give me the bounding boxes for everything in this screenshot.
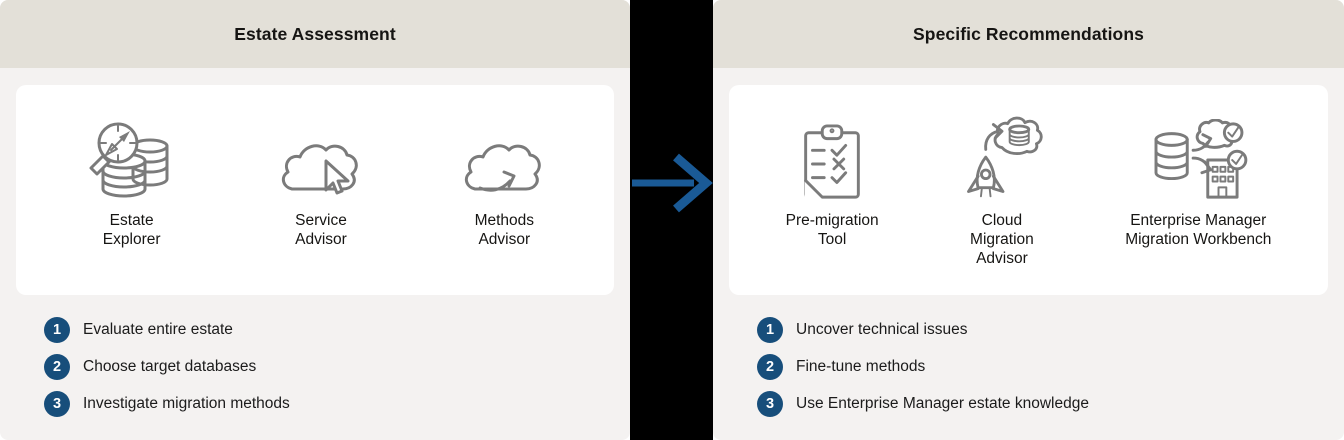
tool-label: Pre-migration Tool [786,211,879,249]
tool-label: Estate Explorer [103,211,161,249]
tool-label: Methods Advisor [475,211,534,249]
panel-title: Specific Recommendations [913,23,1144,44]
tool-label-line: Explorer [102,231,161,248]
tool-label: Cloud Migration Advisor [970,211,1034,268]
tool-label-line: Cloud [981,212,1023,229]
step-text: Evaluate entire estate [83,321,233,338]
tool-label: Service Advisor [295,211,347,249]
panel-title: Estate Assessment [234,23,396,44]
service-advisor-icon [280,119,362,203]
step-text: Use Enterprise Manager estate knowledge [796,395,1089,412]
steps-list: 1 Evaluate entire estate 2 Choose target… [44,317,630,428]
step-number-badge: 2 [44,354,70,380]
step-item: 2 Fine-tune methods [757,354,1344,380]
step-text: Fine-tune methods [796,358,926,375]
step-number-badge: 3 [757,391,783,417]
em-migration-workbench-icon [1148,119,1248,203]
tools-card: Estate Explorer Service Advisor [16,85,614,295]
tool-label-line: Methods [474,212,535,229]
step-item: 1 Evaluate entire estate [44,317,630,343]
tool-label-line: Service [295,212,347,229]
step-item: 1 Uncover technical issues [757,317,1344,343]
tool-label-line: Tool [817,231,847,248]
tool-label-line: Advisor [976,250,1028,267]
tool-label-line: Migration [970,231,1034,248]
specific-recommendations-panel: Specific Recommendations [713,0,1344,440]
step-text: Choose target databases [83,358,257,375]
tool-label-line: Estate [109,212,154,229]
step-number-badge: 3 [44,391,70,417]
tool-label-line: Migration Workbench [1125,231,1272,248]
step-item: 3 Use Enterprise Manager estate knowledg… [757,391,1344,417]
tool-estate-explorer: Estate Explorer [85,119,179,249]
step-item: 3 Investigate migration methods [44,391,630,417]
tool-cloud-migration-advisor: Cloud Migration Advisor [956,116,1048,268]
tool-methods-advisor: Methods Advisor [463,119,545,249]
panel-header: Specific Recommendations [713,0,1344,68]
step-item: 2 Choose target databases [44,354,630,380]
estate-assessment-panel: Estate Assessment [0,0,630,440]
tool-label-line: Advisor [295,231,347,248]
methods-advisor-icon [463,119,545,203]
flow-connector [630,0,713,440]
pre-migration-tool-icon [799,119,865,203]
tools-card: Pre-migration Tool [729,85,1328,295]
right-arrow-icon [632,153,713,213]
step-number-badge: 1 [757,317,783,343]
steps-list: 1 Uncover technical issues 2 Fine-tune m… [757,317,1344,428]
panel-header: Estate Assessment [0,0,630,68]
step-text: Uncover technical issues [796,321,968,338]
cloud-migration-advisor-icon [956,116,1048,203]
estate-explorer-icon [85,119,179,203]
tool-service-advisor: Service Advisor [280,119,362,249]
tool-em-migration-workbench: Enterprise Manager Migration Workbench [1125,119,1271,249]
step-number-badge: 2 [757,354,783,380]
tool-label-line: Advisor [478,231,531,248]
step-number-badge: 1 [44,317,70,343]
tool-label: Enterprise Manager Migration Workbench [1125,211,1271,249]
tool-pre-migration-tool: Pre-migration Tool [786,119,879,249]
step-text: Investigate migration methods [83,395,290,412]
tool-label-line: Enterprise Manager [1130,212,1267,229]
tool-label-line: Pre-migration [785,212,879,229]
